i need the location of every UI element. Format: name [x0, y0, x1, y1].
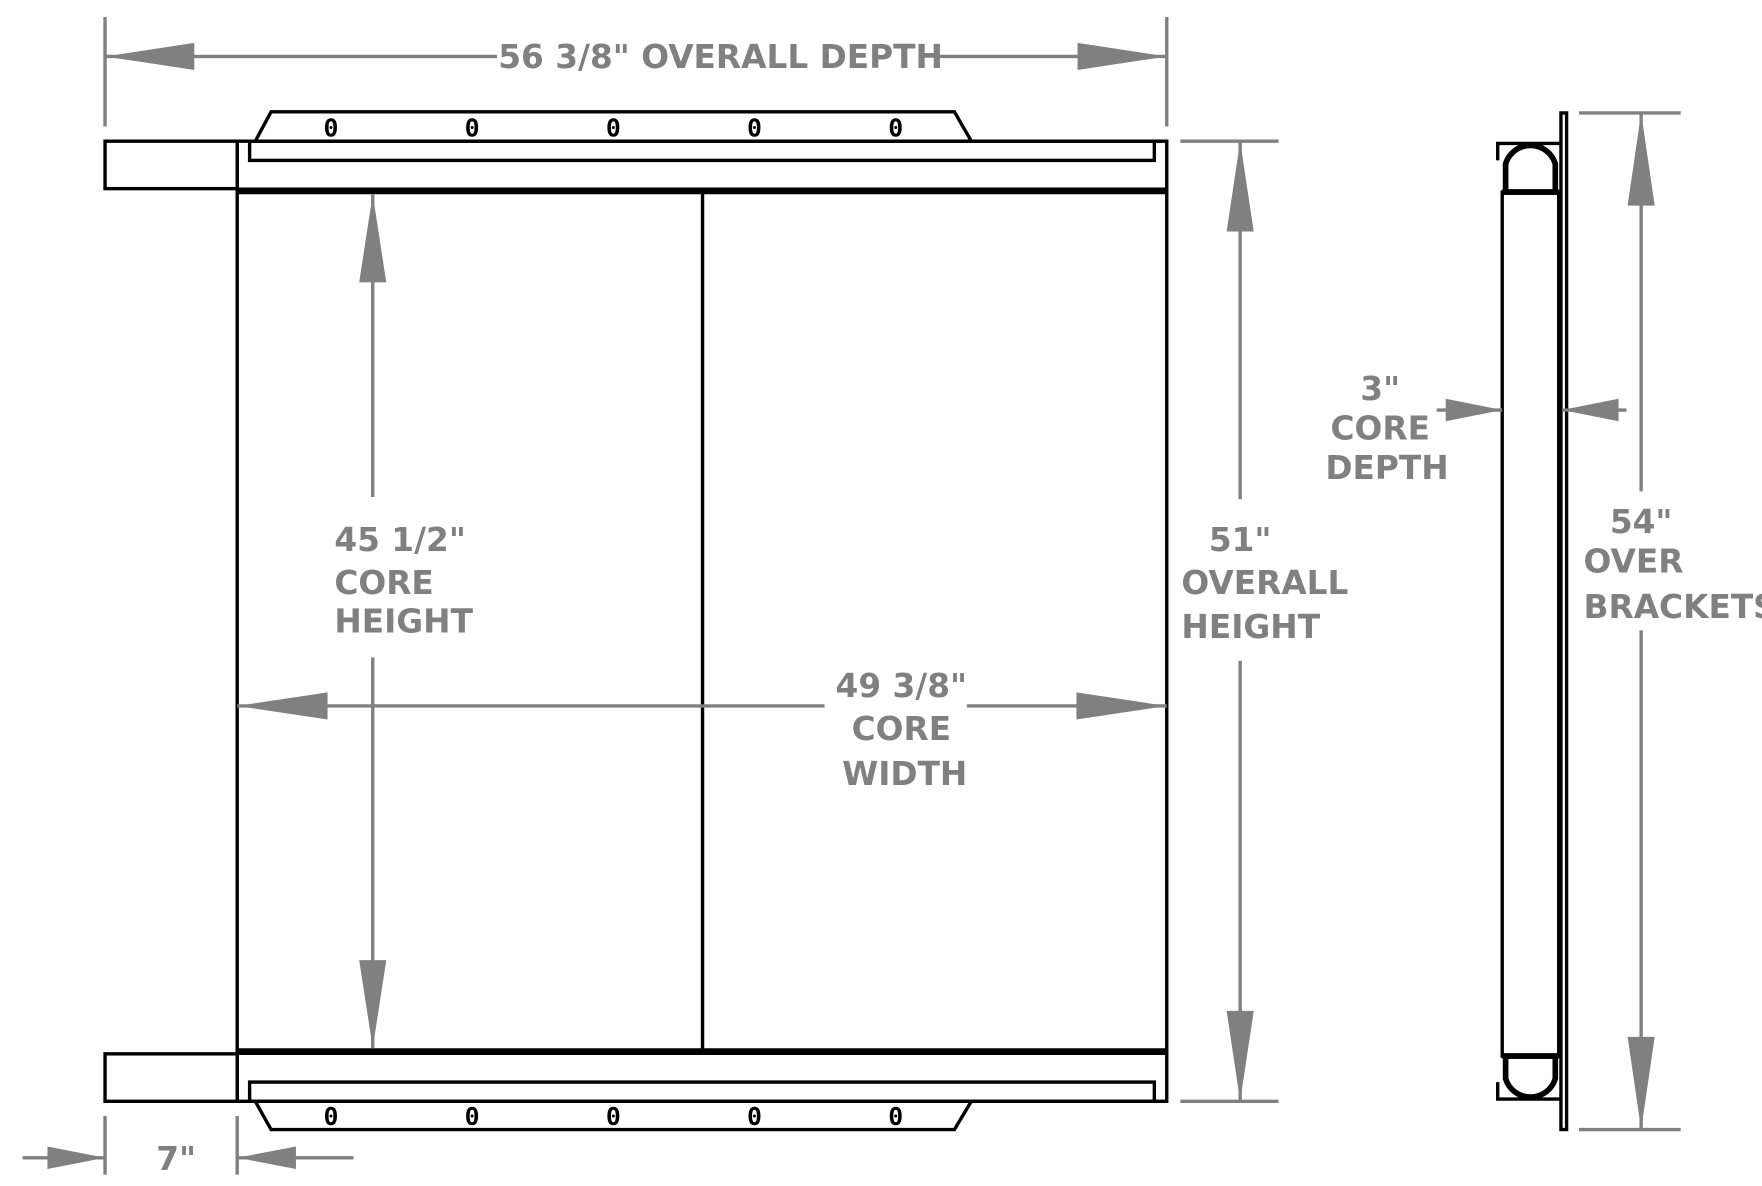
arrow-right-icon: [47, 1146, 106, 1170]
arrow-right-icon: [1077, 42, 1167, 71]
core-height-label: HEIGHT: [334, 603, 473, 641]
over-brackets-label: BRACKETS: [1584, 588, 1762, 626]
top-stub: [103, 139, 239, 191]
arrow-up-icon: [1226, 141, 1254, 232]
overall-height-value: 51": [1209, 521, 1272, 559]
overall-depth-dimension: 56 3/8" OVERALL DEPTH: [103, 16, 1169, 127]
over-brackets-label: OVER: [1584, 543, 1684, 581]
bracket-hole: 0: [747, 1102, 762, 1131]
core-height-dimension: 45 1/2" CORE HEIGHT: [334, 194, 474, 1049]
core-width-label: WIDTH: [842, 755, 967, 793]
core-width-value: 49 3/8": [836, 667, 968, 705]
bracket-hole: 0: [606, 1102, 621, 1131]
overall-height-label: HEIGHT: [1181, 608, 1320, 646]
top-tank: [103, 139, 1169, 195]
core-height-value: 45 1/2": [334, 521, 466, 559]
core-height-label: CORE: [334, 564, 433, 602]
side-bracket-plate: [1559, 111, 1569, 1132]
arrow-right-icon: [1445, 398, 1503, 422]
arrow-left-icon: [237, 1146, 296, 1170]
arrow-down-icon: [1226, 1010, 1254, 1102]
bracket-hole: 0: [465, 1102, 480, 1131]
bracket-hole: 0: [323, 1102, 338, 1131]
top-end-cap: [1502, 142, 1559, 195]
overall-depth-label: 56 3/8" OVERALL DEPTH: [498, 38, 943, 76]
bracket-hole: 0: [888, 1102, 903, 1131]
arrow-left-icon: [105, 42, 195, 71]
bracket-hole: 0: [888, 114, 903, 143]
core-depth-dimension: 3" CORE DEPTH: [1325, 370, 1627, 487]
over-brackets-value: 54": [1610, 503, 1673, 541]
arrow-down-icon: [1627, 1036, 1655, 1130]
core-width-label: CORE: [852, 710, 951, 748]
core-width-dimension: 49 3/8" CORE WIDTH: [237, 667, 1167, 793]
bracket-hole: 0: [747, 114, 762, 143]
over-brackets-dimension: 54" OVER BRACKETS: [1579, 111, 1762, 1132]
arrow-right-icon: [1076, 692, 1167, 720]
side-view: [1496, 111, 1569, 1132]
stub-width-label: 7": [156, 1140, 196, 1178]
bottom-tank: [103, 1048, 1169, 1103]
top-bracket: 0 0 0 0 0: [253, 110, 973, 143]
bracket-hole: 0: [606, 114, 621, 143]
bracket-hole: 0: [465, 114, 480, 143]
arrow-up-icon: [1627, 112, 1655, 206]
core-depth-value: 3": [1360, 370, 1400, 408]
arrow-left-icon: [237, 692, 328, 720]
stub-width-dimension: 7": [22, 1115, 354, 1178]
arrow-left-icon: [1562, 398, 1619, 422]
overall-height-label: OVERALL: [1181, 564, 1348, 602]
bottom-stub: [103, 1052, 239, 1103]
bottom-bracket: 0 0 0 0 0: [253, 1100, 973, 1132]
bottom-end-cap: [1502, 1053, 1559, 1100]
bracket-hole: 0: [323, 114, 338, 143]
arrow-up-icon: [359, 194, 387, 283]
arrow-down-icon: [359, 960, 387, 1049]
core-depth-label: DEPTH: [1325, 449, 1448, 487]
core-depth-label: CORE: [1330, 409, 1429, 447]
overall-height-dimension: 51" OVERALL HEIGHT: [1180, 139, 1348, 1103]
